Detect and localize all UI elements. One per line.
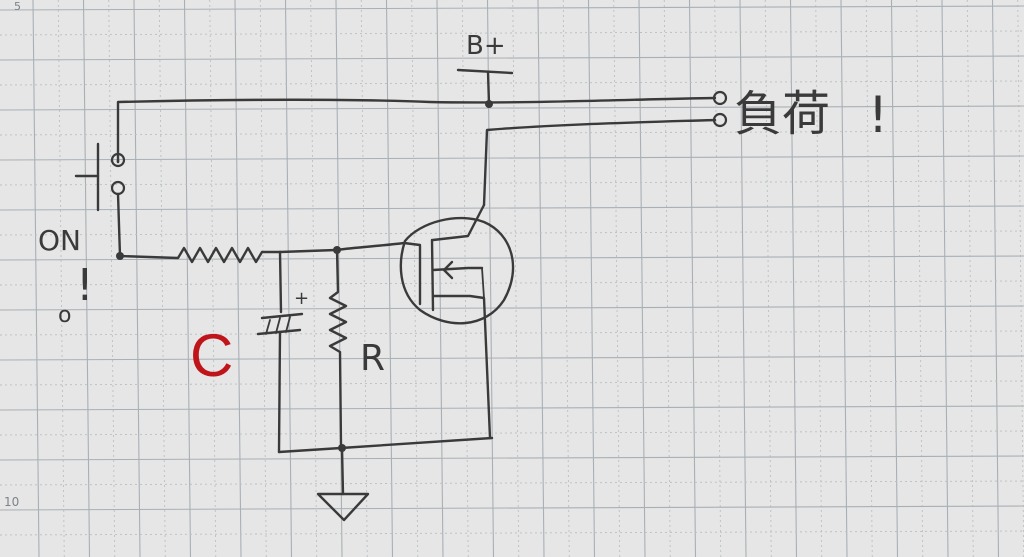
grid-line-major	[840, 0, 848, 557]
grid-line-minor	[714, 0, 722, 557]
grid-line-major	[234, 0, 242, 557]
load-return-wire	[482, 118, 717, 207]
grid-line-minor	[0, 230, 1024, 236]
grid-line-minor	[0, 530, 1024, 536]
grid-line-major	[82, 0, 91, 557]
capacitor-plus: +	[294, 288, 309, 309]
grid-line-minor	[209, 0, 217, 557]
grid-line-major	[537, 0, 545, 557]
grid-line-major	[0, 405, 1024, 411]
grid-line-major	[133, 0, 141, 557]
grid-line-major	[890, 0, 899, 557]
grid-line-minor	[966, 0, 974, 557]
margin-number-bottom: 10	[4, 495, 19, 509]
grid-line-minor	[916, 0, 924, 557]
push-switch	[74, 142, 126, 260]
grid-line-major	[0, 105, 1024, 111]
grid-line-minor	[158, 0, 166, 557]
mosfet-symbol	[399, 203, 515, 440]
load-terminal-top	[712, 90, 728, 106]
grid-line-minor	[663, 0, 671, 557]
grid-line-major	[0, 55, 1024, 61]
grid-line-major	[0, 505, 1024, 511]
bleed-resistor	[328, 248, 348, 448]
series-resistor	[118, 246, 282, 264]
supply-rail-wire	[116, 96, 717, 164]
grid-line-minor	[613, 0, 621, 557]
grid-line-minor	[0, 280, 1024, 286]
grid-line-major	[688, 0, 697, 557]
ground-symbol	[316, 446, 370, 522]
grid-line-minor	[57, 0, 65, 557]
grid-line-minor	[0, 380, 1024, 386]
grid-line-minor	[0, 130, 1024, 136]
grid-line-major	[991, 0, 1000, 557]
grid-line-minor	[0, 30, 1024, 36]
grid-line-major	[385, 0, 394, 557]
load-label: 負荷	[734, 86, 830, 142]
grid-line-major	[0, 205, 1024, 211]
grid-line-major	[0, 355, 1024, 361]
supply-terminal	[456, 68, 514, 108]
grid-line-minor	[1017, 0, 1024, 557]
grid-line-major	[183, 0, 192, 557]
grid-line-major	[0, 305, 1024, 311]
grid-line-minor	[815, 0, 823, 557]
grid-line-minor	[0, 430, 1024, 436]
grid-line-minor	[0, 480, 1024, 486]
grid-line-major	[941, 0, 949, 557]
margin-number-top: 5	[14, 0, 21, 13]
grid-line-minor	[764, 0, 772, 557]
load-exclamation: !	[868, 86, 888, 144]
grid-line-major	[32, 0, 40, 557]
grid-line-major	[789, 0, 798, 557]
grid-line-minor	[108, 0, 116, 557]
grid-line-minor	[0, 80, 1024, 86]
switch-dot: o	[58, 303, 71, 328]
grid-line-major	[284, 0, 293, 557]
grid-line-minor	[0, 180, 1024, 186]
grid-line-major	[0, 455, 1024, 461]
resistor-label: R	[360, 338, 385, 379]
supply-label: B+	[466, 31, 506, 61]
grid-line-major	[587, 0, 596, 557]
capacitor-label: C	[190, 322, 233, 389]
gate-node-wire	[278, 241, 406, 254]
grid-line-major	[638, 0, 646, 557]
grid-line-major	[0, 155, 1024, 161]
grid-line-major	[0, 5, 1024, 11]
ground-bus	[277, 436, 494, 454]
grid-line-minor	[562, 0, 570, 557]
grid-line-minor	[0, 330, 1024, 336]
capacitor-symbol	[256, 250, 304, 454]
grid-line-major	[436, 0, 444, 557]
load-terminal-bottom	[712, 112, 728, 128]
switch-label: ON	[38, 224, 81, 257]
grid-line-major	[335, 0, 343, 557]
grid-line-major	[739, 0, 747, 557]
switch-exclamation: !	[76, 260, 94, 311]
grid-line-minor	[512, 0, 520, 557]
grid-line-minor	[865, 0, 873, 557]
